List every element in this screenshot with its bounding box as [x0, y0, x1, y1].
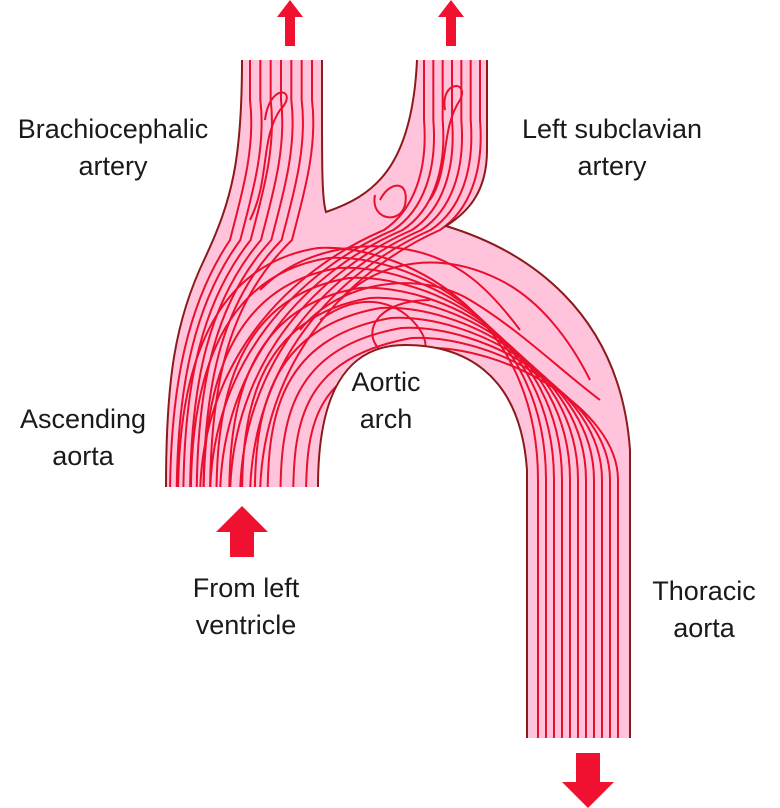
aortic-arch-label-line1: Aortic	[351, 367, 420, 397]
brachiocephalic-streamline	[169, 60, 253, 501]
brachiocephalic-outflow-arrow	[277, 0, 303, 46]
subclavian-streamline	[219, 60, 445, 501]
brachiocephalic-label-line2: artery	[78, 151, 148, 181]
arch-streamline	[279, 326, 603, 738]
arch-streamline	[266, 316, 595, 738]
brachiocephalic-streamline	[195, 60, 294, 501]
thoracic-aorta-label-line1: Thoracic	[652, 576, 756, 606]
brachiocephalic-streamline	[175, 60, 263, 501]
from-left-ventricle-label-line2: ventricle	[196, 610, 297, 640]
blood-flow-streamlines	[169, 60, 619, 738]
arch-streamline	[292, 336, 611, 738]
vortex-streamline	[339, 261, 591, 381]
vortex-streamline	[373, 184, 407, 219]
brachiocephalic-streamline	[182, 60, 273, 501]
ascending-aorta-label-line2: aorta	[52, 441, 115, 471]
aorta-outline	[165, 59, 631, 738]
vortex-streamline	[249, 91, 288, 221]
brachiocephalic-streamline	[202, 60, 304, 501]
subclavian-streamline	[259, 60, 482, 501]
left-subclavian-label-line2: artery	[577, 151, 647, 181]
thoracic-aorta-label-line2: aorta	[673, 613, 736, 643]
arch-streamline	[228, 286, 571, 738]
arch-streamline	[189, 256, 547, 738]
arch-streamline	[177, 246, 539, 738]
thoracic-outflow-arrow	[562, 753, 614, 808]
arch-streamline	[202, 266, 555, 738]
aorta-vessel	[166, 60, 630, 738]
brachiocephalic-label-line1: Brachiocephalic	[18, 114, 209, 144]
subclavian-streamline	[229, 60, 454, 501]
from-left-ventricle-label-line1: From left	[193, 573, 300, 603]
ascending-aorta-label-line1: Ascending	[20, 404, 146, 434]
inflow-arrow	[216, 506, 268, 557]
subclavian-outflow-arrow	[438, 0, 464, 46]
left-subclavian-label-line1: Left subclavian	[522, 114, 702, 144]
vortex-streamline	[429, 85, 463, 201]
brachiocephalic-streamline	[189, 60, 284, 501]
aortic-arch-label-line2: arch	[360, 404, 413, 434]
arch-streamline	[241, 296, 579, 738]
vortex-streamline	[259, 245, 521, 331]
